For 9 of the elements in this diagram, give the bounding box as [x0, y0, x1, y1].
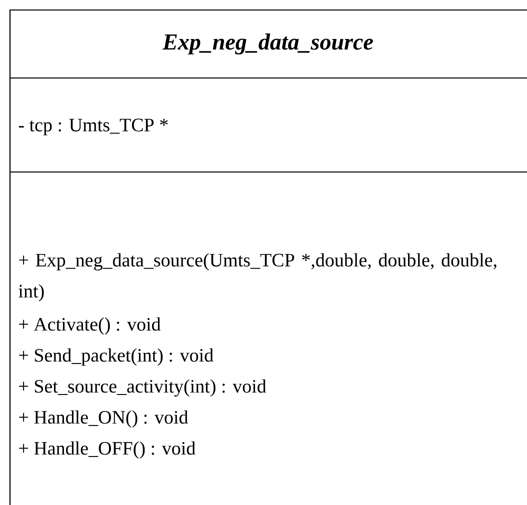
- attribute-text: - tcp : Umts_TCP *: [18, 118, 168, 136]
- method-text: + Set_source_activity(int) : void: [19, 379, 266, 397]
- class-name: Exp_neg_data_source: [162, 34, 373, 54]
- method-text: + Handle_OFF() : void: [19, 441, 196, 459]
- method-text: + Activate() : void: [19, 317, 161, 335]
- class-box: [9, 9, 527, 505]
- method-text: + Exp_neg_data_source(Umts_TCP *,double, double, double, int): [18, 253, 496, 302]
- method-text: + Send_packet(int) : void: [19, 348, 214, 366]
- method-text: + Handle_ON() : void: [19, 410, 188, 428]
